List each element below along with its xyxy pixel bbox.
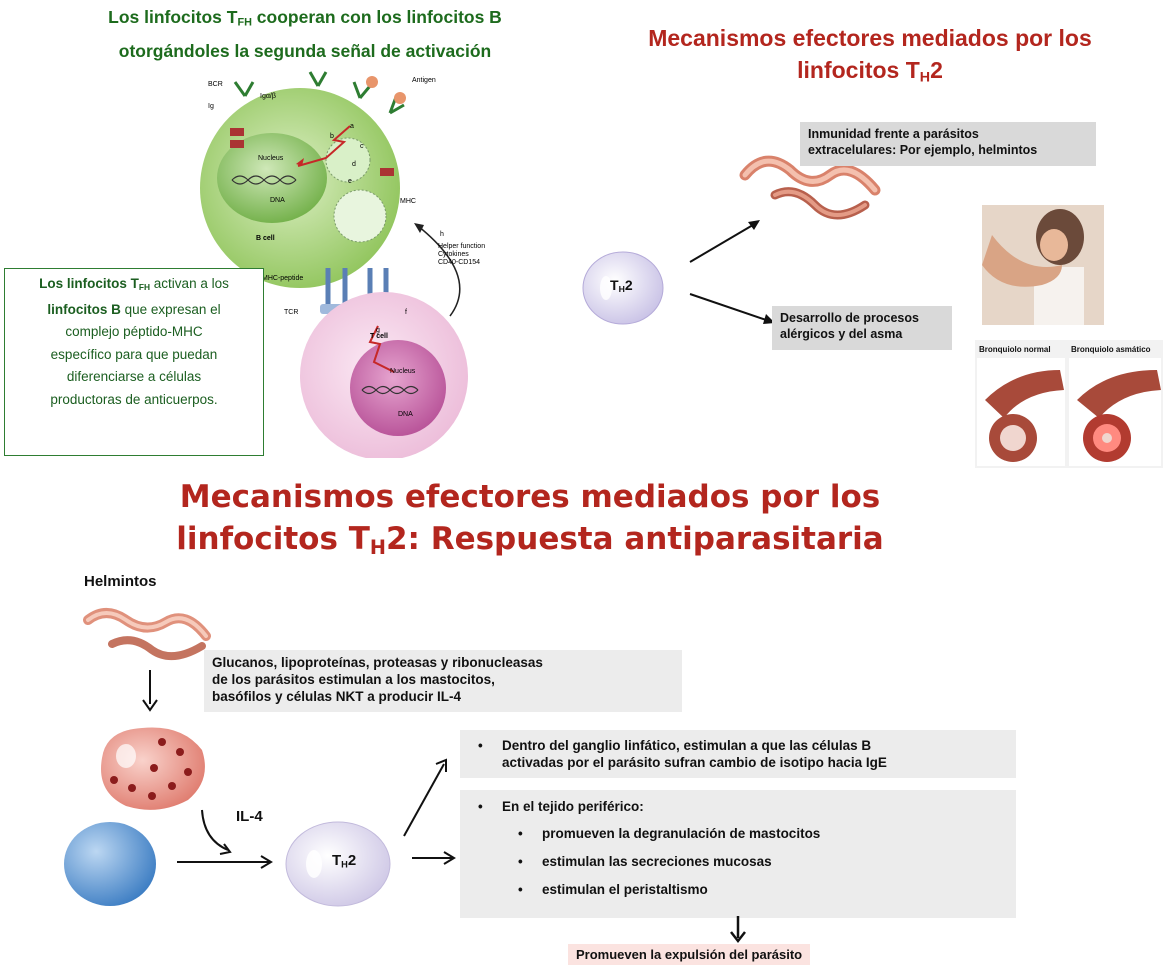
naive-t-cell — [64, 822, 156, 906]
svg-text:Helper function: Helper function — [438, 243, 485, 250]
down-arrow-helminth — [142, 670, 158, 712]
svg-text:DNA: DNA — [270, 197, 285, 204]
svg-text:Igα/β: Igα/β — [260, 93, 276, 100]
worm-illustration-bottom — [83, 608, 211, 660]
allergy-asthma-box: Desarrollo de procesos alérgicos y del a… — [772, 306, 952, 350]
svg-text:Nucleus: Nucleus — [390, 368, 416, 375]
peripheral-effect-2: estimulan las secreciones mucosas — [460, 853, 1016, 871]
svg-text:B cell: B cell — [256, 235, 275, 242]
helper-function-arrow — [417, 225, 461, 317]
down-arrow-result — [730, 916, 746, 944]
signal-arrow-t — [368, 325, 395, 373]
svg-text:c: c — [360, 143, 364, 150]
worm-illustration-top — [739, 155, 881, 220]
parasite-expulsion-result: Promueven la expulsión del parásito — [568, 944, 811, 965]
svg-text:BCR: BCR — [208, 81, 223, 88]
tfh-function-textbox: Los linfocitos TFH activan a los linfoci… — [4, 268, 264, 456]
svg-text:TCR: TCR — [284, 309, 298, 316]
mast-cell — [101, 727, 205, 810]
th2-output-arrows — [403, 758, 456, 865]
membrane-proteins — [230, 128, 394, 176]
antigen — [366, 76, 406, 104]
svg-text:g: g — [376, 327, 380, 334]
th2-arrows-top — [689, 220, 775, 324]
top-left-title: Los linfocitos TFH cooperan con los linf… — [108, 7, 502, 61]
bronchiole-asthma-label: Bronquiolo asmático — [1071, 345, 1151, 354]
signal-arrow-b — [297, 125, 351, 167]
th2-label-bottom: TH2 — [332, 852, 357, 870]
svg-text:Ig: Ig — [208, 103, 214, 110]
bronchiole-images: Bronquiolo normal Bronquiolo asmático — [975, 340, 1163, 468]
svg-text:MHC-peptide: MHC-peptide — [262, 275, 303, 282]
parasite-molecules-box: Glucanos, lipoproteínas, proteasas y rib… — [204, 650, 682, 712]
b-cell-nucleus — [217, 133, 327, 223]
il4-curved-arrow — [201, 809, 232, 855]
svg-text:h: h — [440, 231, 444, 238]
lymph-node-effect-box: Dentro del ganglio linfático, estimulan … — [460, 730, 1016, 778]
parasite-immunity-box: Inmunidad frente a parásitos extracelula… — [800, 122, 1096, 166]
th2-cell-bottom — [285, 821, 391, 907]
peripheral-effect-1: promueven la degranulación de mastocitos — [460, 825, 1016, 843]
t-cell-nucleus — [350, 340, 446, 436]
peripheral-effect-3: estimulan el peristaltismo — [460, 881, 1016, 899]
svg-text:T cell: T cell — [370, 333, 388, 340]
mhc-vesicle — [333, 189, 387, 243]
svg-text:CD40-CD154: CD40-CD154 — [438, 259, 480, 266]
peripheral-tissue-effect-box: En el tejido periférico: promueven la de… — [460, 790, 1016, 918]
arrow-naive-to-th2 — [177, 855, 273, 869]
svg-text:Nucleus: Nucleus — [258, 155, 284, 162]
bottom-title: Mecanismos efectores mediados por los li… — [176, 479, 884, 559]
svg-text:f: f — [405, 309, 407, 316]
th2-label-top: TH2 — [610, 277, 633, 295]
svg-text:DNA: DNA — [398, 411, 413, 418]
asthma-person-photo — [982, 205, 1104, 325]
svg-text:b: b — [330, 133, 334, 140]
top-right-title: Mecanismos efectores mediados por los li… — [648, 25, 1092, 86]
il4-label: IL-4 — [236, 808, 263, 825]
svg-text:e: e — [348, 178, 352, 185]
svg-text:a: a — [350, 123, 354, 130]
bronchiole-normal-label: Bronquiolo normal — [979, 345, 1051, 354]
svg-text:MHC: MHC — [400, 198, 416, 205]
svg-text:Antigen: Antigen — [412, 77, 436, 84]
helmintos-label: Helmintos — [84, 573, 157, 590]
th2-cell-top — [582, 251, 664, 325]
svg-text:d: d — [352, 161, 356, 168]
b-t-cell-cooperation-diagram: BCR Ig Igα/β Antigen Nucleus DNA MHC B c… — [200, 71, 485, 458]
svg-text:Cytokines: Cytokines — [438, 251, 469, 258]
